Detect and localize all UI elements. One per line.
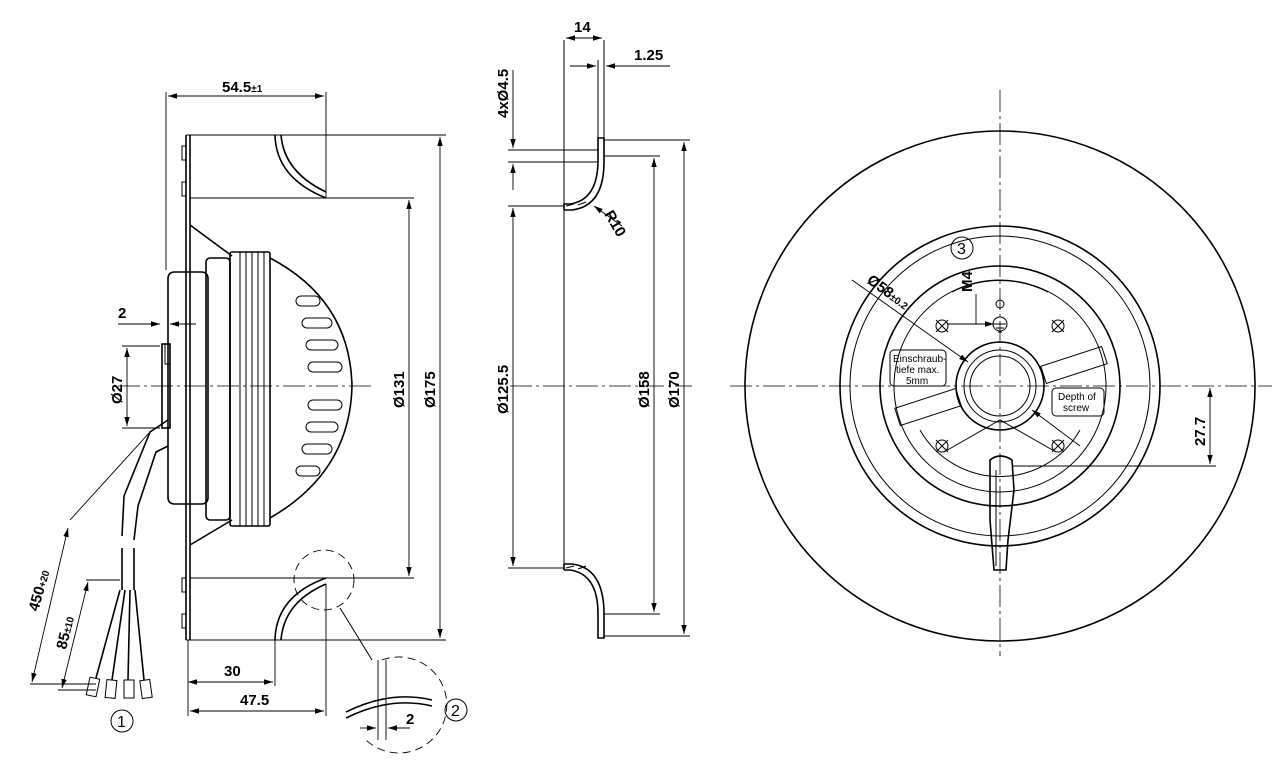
dim-holes: 4xØ4.5 [495,69,512,118]
dim-strip-len: 85 [53,631,74,651]
dim-gap: 2 [118,305,126,322]
dim-flange-w: 14 [574,19,591,36]
front-view [730,90,1272,656]
dim-47: 47.5 [240,692,269,709]
note-depth-en-1: Depth of [1058,392,1096,403]
callout-2: 2 [451,703,460,720]
callout-1: 1 [117,714,126,731]
dim-thread: M4 [959,271,976,292]
dim-d158: Ø158 [636,371,653,408]
dim-d125: Ø125.5 [495,365,512,414]
dim-detail-2: 2 [406,711,414,728]
note-depth-de-2: tiefe max. [896,365,939,376]
note-depth-en-2: screw [1063,403,1090,414]
dim-sheet-t: 1.25 [634,47,663,64]
note-depth-de-3: 5mm [906,376,928,387]
dim-d131: Ø131 [391,371,408,408]
dim-strip-tol: ±10 [62,615,77,634]
callout-3: 3 [957,241,966,258]
dim-width: 54.5 [222,79,251,96]
dim-offset: 27.7 [1192,417,1209,446]
dim-cable-tol: +20 [37,569,52,589]
svg-text:85±10: 85±10 [53,614,78,651]
side-view [85,134,373,700]
dim-cable-len: 450 [26,584,49,613]
dim-width-tol: ±1 [251,84,262,95]
dim-d175: Ø175 [422,371,439,408]
dim-d58-tol: ±0.2 [887,292,910,313]
dim-radius: R10 [601,208,629,240]
svg-text:54.5±1: 54.5±1 [222,79,263,96]
dim-d27: Ø27 [109,376,126,404]
dim-d170: Ø170 [666,371,683,408]
section-view-dimensions: 14 1.25 4xØ4.5 R10 Ø125.5 Ø158 Ø170 [495,19,690,637]
detail-2: 2 2 [345,656,468,754]
note-depth-de-1: Einschraub- [893,354,946,365]
side-view-dimensions: 54.5±1 2 Ø27 Ø131 Ø175 30 47.5 450+ [26,79,446,733]
dim-30: 30 [224,663,241,680]
svg-text:450+20: 450+20 [26,568,54,613]
section-view [510,40,692,639]
